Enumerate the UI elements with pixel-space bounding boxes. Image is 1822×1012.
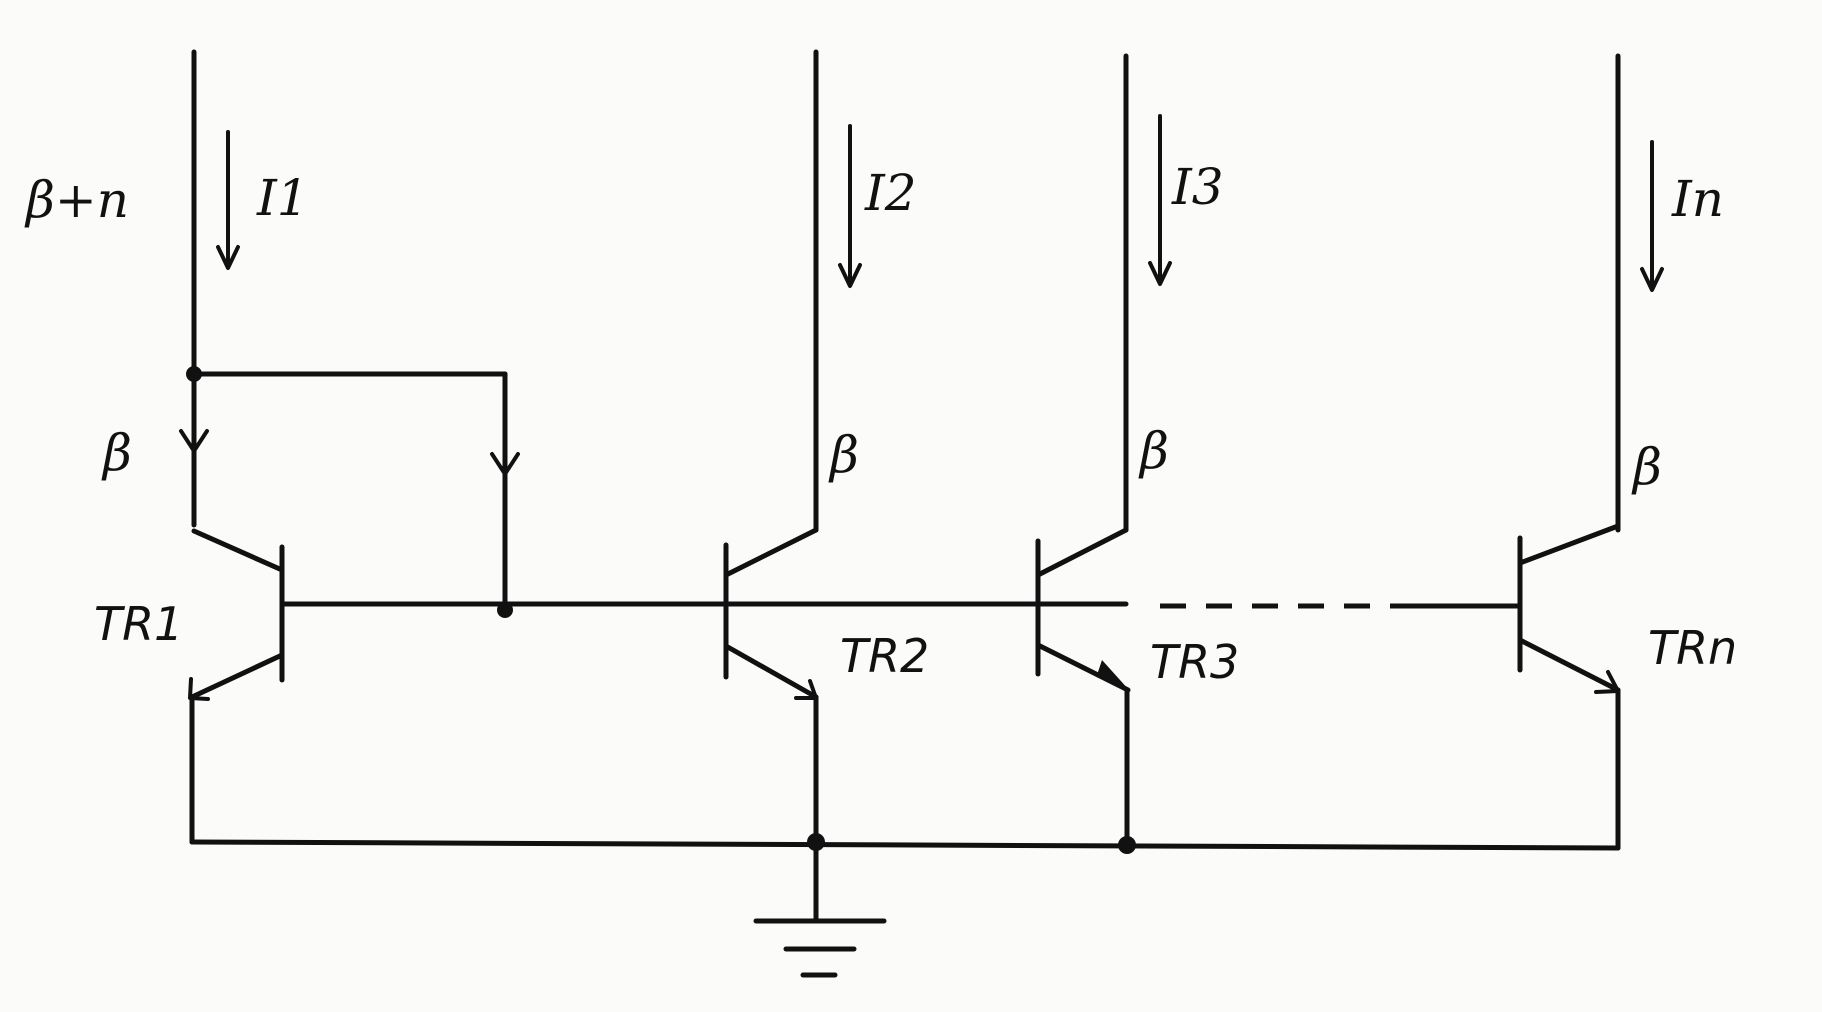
beta-label-tr2: β bbox=[828, 426, 859, 484]
trn-collector-slant bbox=[1517, 523, 1621, 566]
ground-rail bbox=[189, 839, 1621, 851]
beta-label-trn: β bbox=[1631, 438, 1662, 496]
beta-label-tr3: β bbox=[1138, 422, 1169, 480]
current-label-i2: I2 bbox=[864, 164, 917, 222]
beta-plus-n-label: β+n bbox=[24, 171, 129, 229]
transistor-label-tr2: TR2 bbox=[840, 629, 929, 683]
trn-emitter-slant bbox=[1517, 637, 1621, 693]
tr1-emitter-slant bbox=[189, 652, 285, 700]
tr3-emitter-slant bbox=[1035, 642, 1131, 693]
beta-label-tr1: β bbox=[101, 424, 132, 482]
transistor-label-tr1: TR1 bbox=[94, 597, 183, 651]
current-arrow-i3-head bbox=[1148, 261, 1172, 286]
tr3-collector-slant bbox=[1035, 527, 1129, 578]
current-arrow-i1-head bbox=[216, 245, 240, 270]
tr2-emitter-slant bbox=[723, 643, 819, 700]
tr3-emitter-arrow bbox=[1097, 660, 1129, 690]
beta-current-arrow-head bbox=[179, 429, 209, 453]
base-junction bbox=[497, 602, 513, 618]
current-label-i1: I1 bbox=[256, 169, 309, 227]
transistor-label-trn: TRn bbox=[1648, 621, 1737, 675]
transistor-label-tr3: TR3 bbox=[1150, 635, 1239, 689]
ground-junction-2 bbox=[1118, 836, 1136, 854]
tr1-collector-slant bbox=[191, 528, 285, 573]
feedback-current-arrow-head bbox=[490, 452, 520, 476]
current-label-i3: I3 bbox=[1171, 158, 1224, 216]
current-label-in: In bbox=[1671, 170, 1724, 228]
current-arrow-in-head bbox=[1640, 267, 1664, 292]
tr2-collector-slant bbox=[723, 527, 819, 578]
current-arrow-i2-head bbox=[838, 263, 862, 288]
